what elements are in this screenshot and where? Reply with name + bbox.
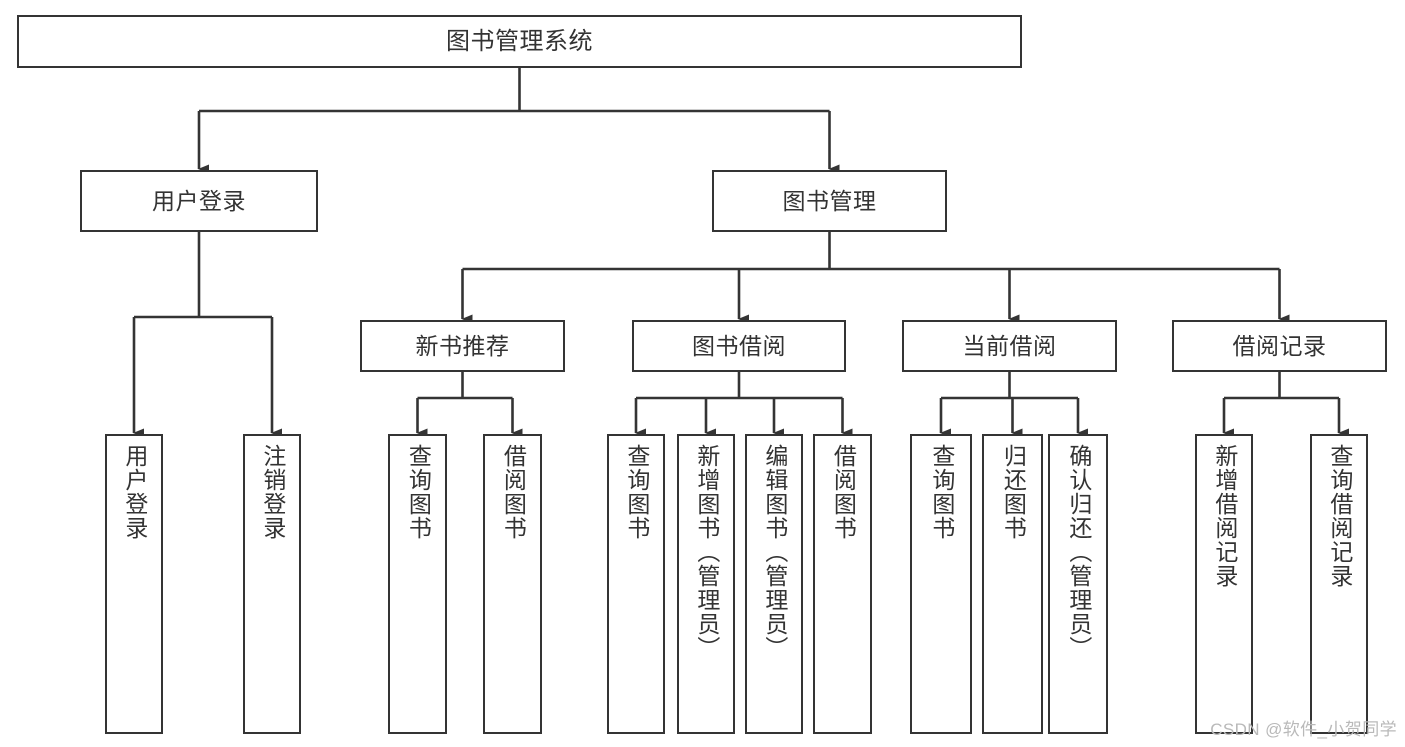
node-current[interactable]: 当前借阅: [902, 320, 1117, 372]
node-label-leaf-bw-borrow: 借阅图书: [830, 444, 857, 540]
node-label-bookmgmt: 图书管理: [782, 187, 877, 214]
node-label-root: 图书管理系统: [446, 27, 593, 55]
node-leaf-nb-borrow[interactable]: 借阅图书: [483, 434, 542, 734]
node-leaf-bw-borrow[interactable]: 借阅图书: [813, 434, 872, 734]
node-label-newbooks: 新书推荐: [415, 332, 510, 359]
node-label-login: 用户登录: [152, 187, 246, 214]
node-label-leaf-bw-add: 新增图书（管理员）: [693, 444, 720, 660]
node-label-current: 当前借阅: [962, 332, 1057, 359]
node-label-leaf-user-logout: 注销登录: [259, 444, 286, 540]
node-label-borrow: 图书借阅: [692, 332, 786, 359]
node-label-leaf-bw-edit: 编辑图书（管理员）: [761, 444, 788, 660]
node-leaf-bw-query[interactable]: 查询图书: [607, 434, 665, 734]
node-label-leaf-rec-query: 查询借阅记录: [1326, 444, 1353, 588]
node-leaf-cur-query[interactable]: 查询图书: [910, 434, 972, 734]
node-leaf-user-logout[interactable]: 注销登录: [243, 434, 301, 734]
node-leaf-bw-edit[interactable]: 编辑图书（管理员）: [745, 434, 803, 734]
node-leaf-cur-return[interactable]: 归还图书: [982, 434, 1043, 734]
node-root[interactable]: 图书管理系统: [17, 15, 1022, 68]
node-label-leaf-bw-query: 查询图书: [623, 444, 650, 540]
node-label-leaf-rec-add: 新增借阅记录: [1211, 444, 1238, 588]
node-label-leaf-cur-confirm: 确认归还（管理员）: [1065, 444, 1092, 660]
node-newbooks[interactable]: 新书推荐: [360, 320, 565, 372]
node-label-leaf-nb-query: 查询图书: [405, 444, 432, 540]
node-leaf-nb-query[interactable]: 查询图书: [388, 434, 447, 734]
node-label-leaf-cur-query: 查询图书: [928, 444, 955, 540]
node-leaf-rec-add[interactable]: 新增借阅记录: [1195, 434, 1253, 734]
node-leaf-rec-query[interactable]: 查询借阅记录: [1310, 434, 1368, 734]
node-login[interactable]: 用户登录: [80, 170, 318, 232]
node-label-leaf-nb-borrow: 借阅图书: [500, 444, 527, 540]
node-label-records: 借阅记录: [1232, 332, 1327, 359]
node-label-leaf-user-login: 用户登录: [121, 444, 148, 540]
node-bookmgmt[interactable]: 图书管理: [712, 170, 947, 232]
node-leaf-cur-confirm[interactable]: 确认归还（管理员）: [1048, 434, 1108, 734]
node-leaf-bw-add[interactable]: 新增图书（管理员）: [677, 434, 735, 734]
node-borrow[interactable]: 图书借阅: [632, 320, 846, 372]
node-leaf-user-login[interactable]: 用户登录: [105, 434, 163, 734]
node-records[interactable]: 借阅记录: [1172, 320, 1387, 372]
node-label-leaf-cur-return: 归还图书: [1000, 444, 1027, 540]
